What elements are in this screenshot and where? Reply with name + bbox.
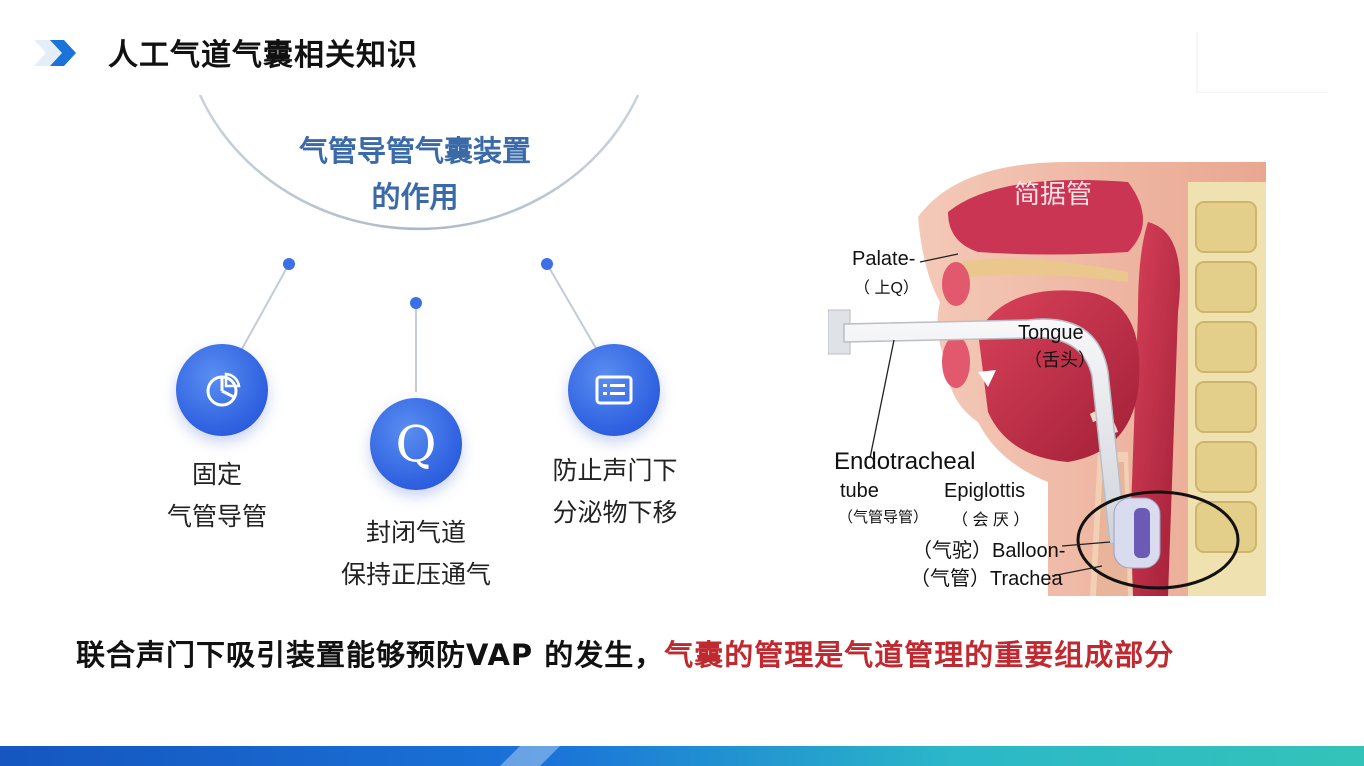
label-endotracheal: Endotracheal xyxy=(834,448,976,475)
center-title-line1: 气管导管气囊装置 xyxy=(298,134,531,168)
label-tongue-cn: （舌头） xyxy=(1024,350,1096,370)
label-epiglottis-cn: （ 会 厌 ） xyxy=(952,512,1030,529)
node-label-line: 气管导管 xyxy=(166,502,267,531)
anatomy-drawing xyxy=(827,162,1266,596)
center-title-line2: 的作用 xyxy=(371,180,459,214)
footer-band xyxy=(0,746,1364,766)
letter-q-icon: Q xyxy=(395,415,437,473)
list-icon xyxy=(595,375,633,405)
node-prevent-secretion-label: 防止声门下 分泌物下移 xyxy=(530,450,700,534)
pie-chart-icon xyxy=(206,372,241,407)
summary-highlight: 气囊的管理是气道管理的重要组成部分 xyxy=(664,638,1175,672)
diagram-center-title: 气管导管气囊装置 的作用 xyxy=(250,128,580,220)
summary-plain: 联合声门下吸引装置能够预防VAP 的发生， xyxy=(76,638,665,672)
label-tongue: Tongue xyxy=(1018,322,1084,344)
arc-line xyxy=(198,94,640,231)
label-tube-cn: （气管导管） xyxy=(838,509,929,526)
chevron-right-icon xyxy=(34,40,76,66)
node-label-line: 保持正压通气 xyxy=(340,560,491,589)
watermark-text: 简据管 xyxy=(1014,179,1093,209)
decorative-frame xyxy=(1196,32,1328,93)
label-trachea: （气管）Trachea xyxy=(910,568,1063,590)
connector-dot xyxy=(283,258,295,270)
label-tube: tube xyxy=(840,480,879,502)
diagram-lines xyxy=(198,94,640,392)
node-label-line: 封闭气道 xyxy=(365,518,466,547)
label-balloon: （气驼）Balloon- xyxy=(912,540,1066,562)
node-label-line: 防止声门下 xyxy=(552,456,678,485)
summary-statement: 联合声门下吸引装置能够预防VAP 的发生，气囊的管理是气道管理的重要组成部分 xyxy=(76,632,1174,674)
node-fix-tube xyxy=(176,344,268,436)
airway-anatomy-illustration: 简据管 Palate- （ 上Q） Tongue （舌头） Endotrache… xyxy=(827,162,1266,596)
airbag-function-diagram: 气管导管气囊装置 的作用 固定 气管导管 Q 封闭气道 保持正压通气 防止声门下 xyxy=(0,0,700,620)
label-palate-cn: （ 上Q） xyxy=(854,280,919,297)
node-label-line: 分泌物下移 xyxy=(552,498,678,527)
connector-dot xyxy=(410,297,422,309)
node-label-line: 固定 xyxy=(191,460,242,489)
label-epiglottis: Epiglottis xyxy=(944,480,1026,502)
node-prevent-secretion xyxy=(568,344,660,436)
connector-dot xyxy=(541,258,553,270)
node-fix-tube-label: 固定 气管导管 xyxy=(140,454,294,538)
label-palate: Palate- xyxy=(852,248,916,270)
slide-title: 人工气道气囊相关知识 xyxy=(108,38,418,73)
node-seal-airway: Q xyxy=(370,398,462,490)
node-seal-airway-label: 封闭气道 保持正压通气 xyxy=(318,512,514,596)
